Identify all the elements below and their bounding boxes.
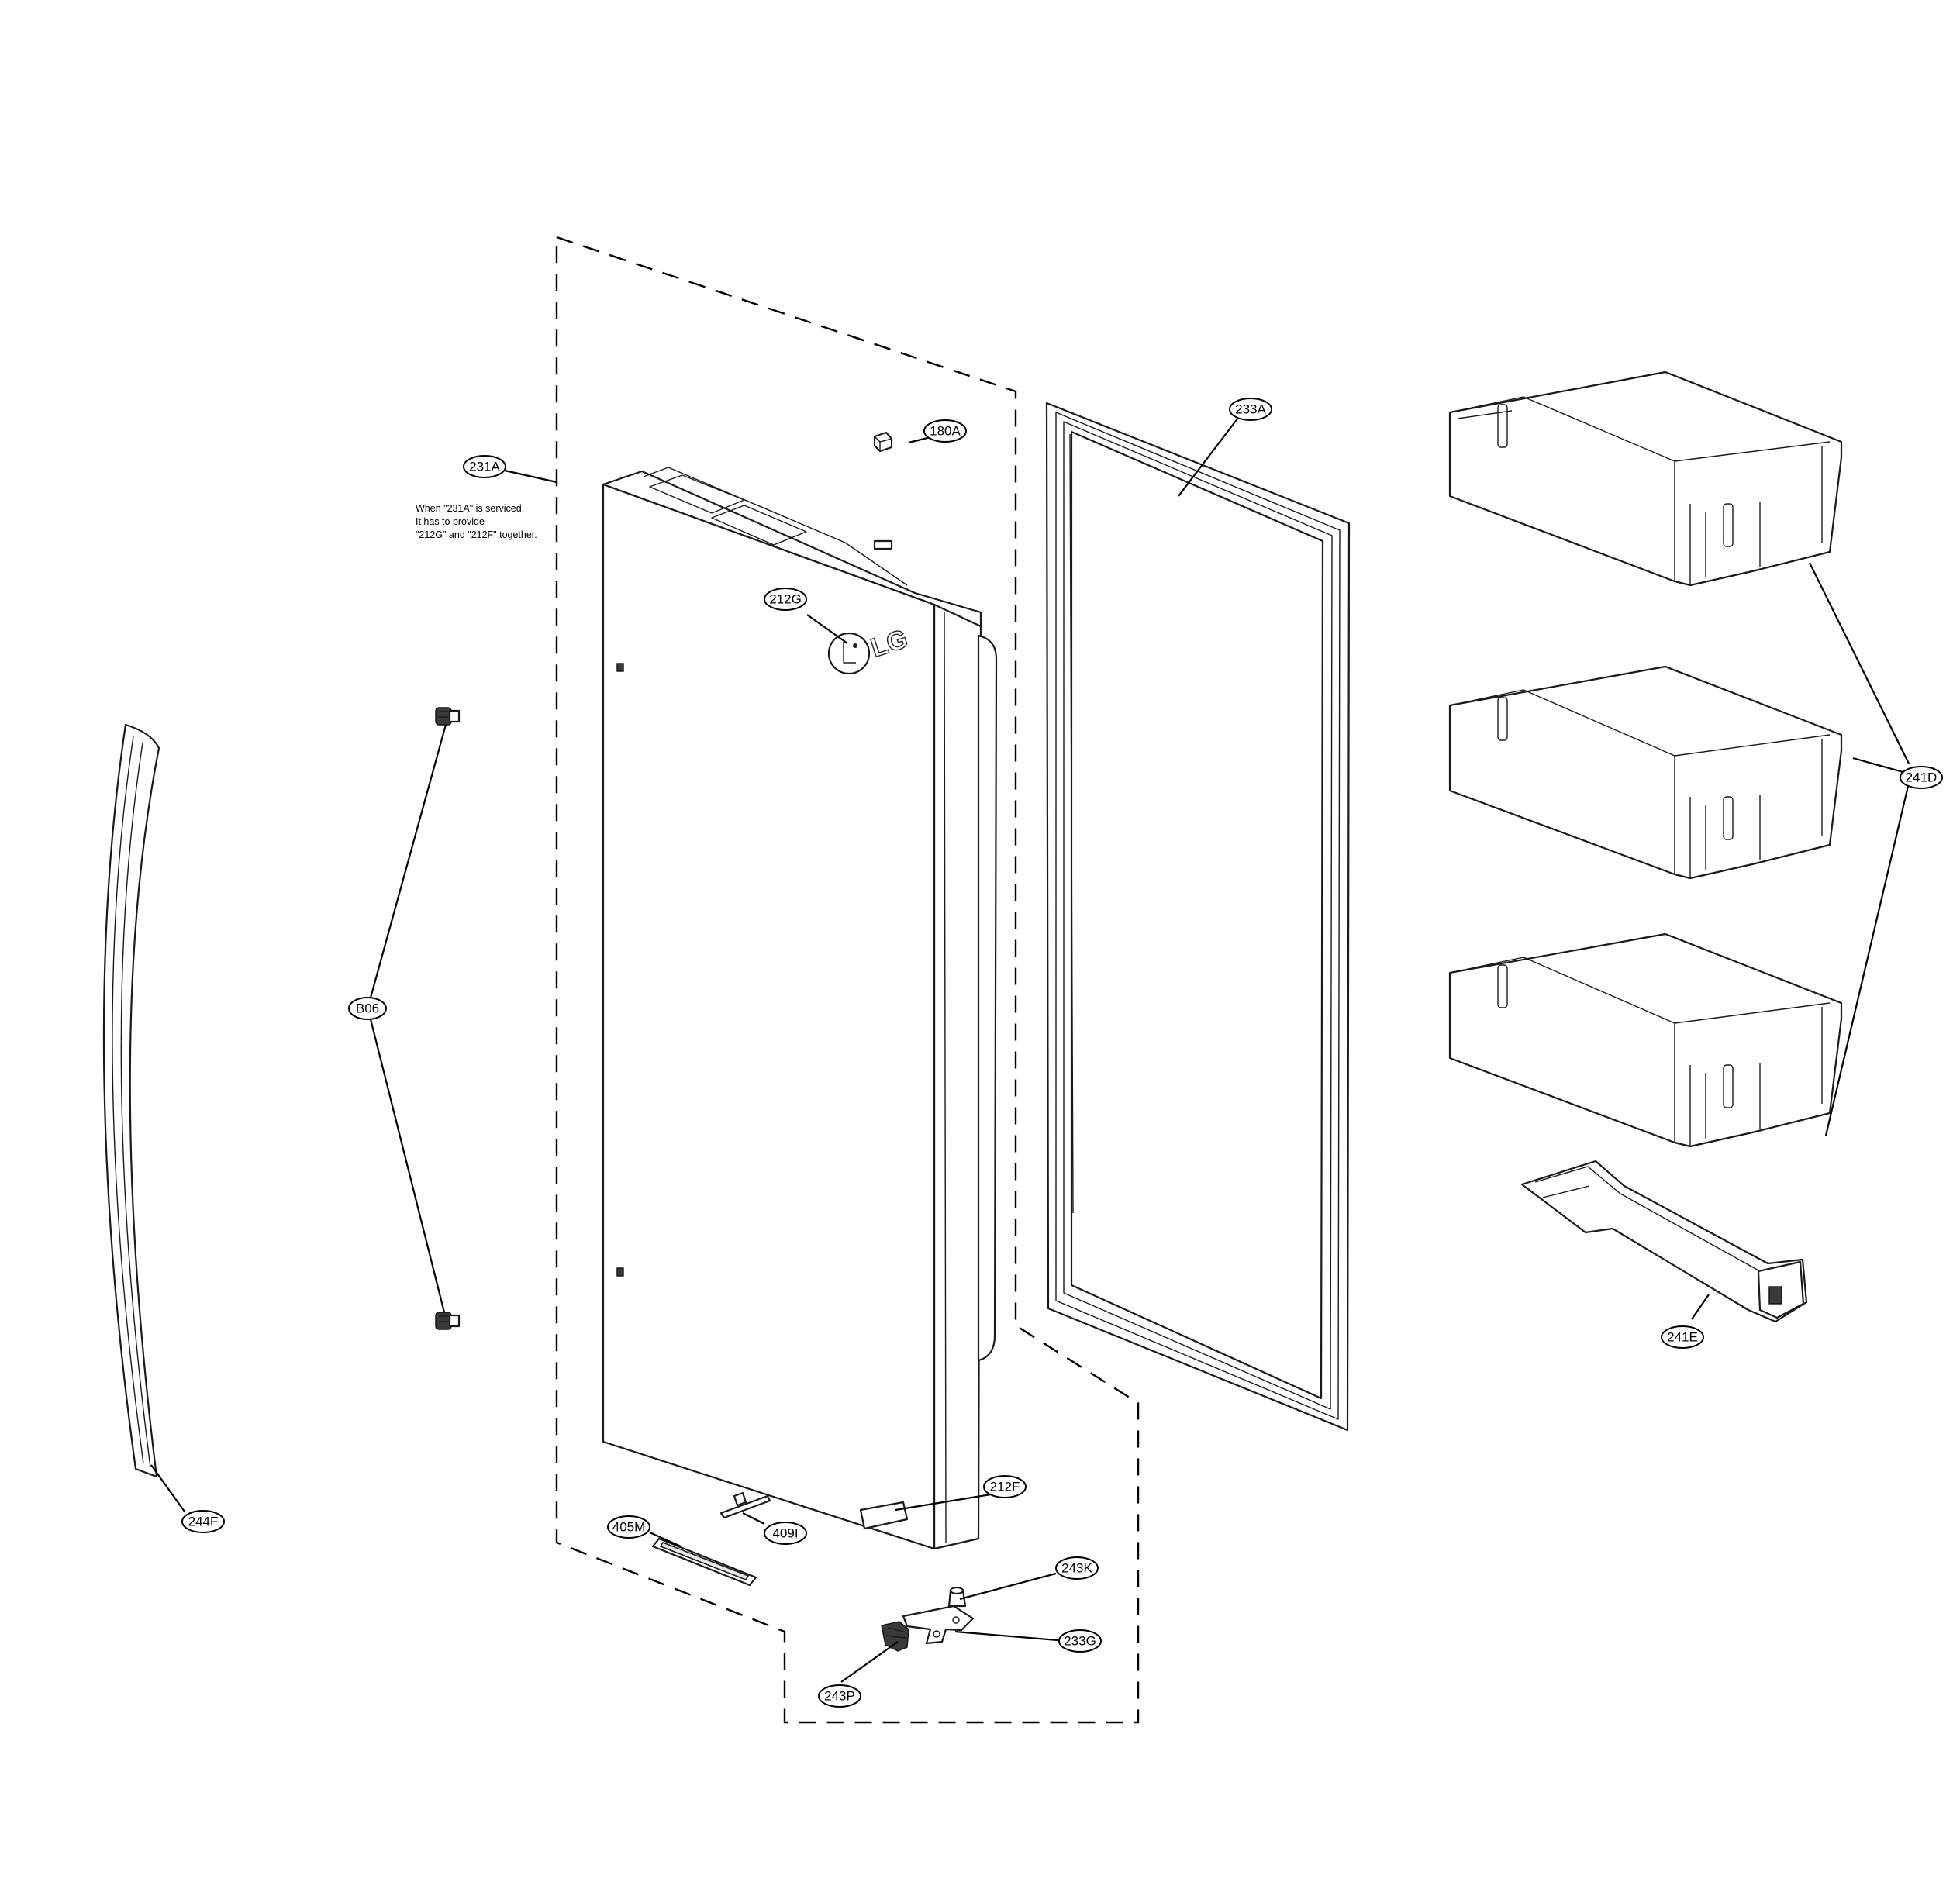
assembly-boundary xyxy=(555,236,1140,1724)
callout-241D: 241D xyxy=(1900,766,1943,789)
door-bin-2-241D xyxy=(1448,665,1843,880)
callout-244F: 244F xyxy=(181,1510,225,1533)
label-212F xyxy=(859,1501,909,1530)
callout-233A-text: 233A xyxy=(1235,402,1266,417)
door-bin-241E xyxy=(1520,1160,1808,1323)
door-gasket-233A xyxy=(1045,402,1351,1432)
door-bin-1-241D xyxy=(1448,371,1843,587)
hinge-233G xyxy=(902,1605,975,1645)
screw-bottom-B06 xyxy=(435,1312,461,1330)
callout-405M: 405M xyxy=(607,1515,650,1539)
callout-233G: 233G xyxy=(1058,1629,1102,1653)
cover-405M xyxy=(651,1537,757,1587)
callout-243P: 243P xyxy=(818,1684,861,1708)
callout-231A-text: 231A xyxy=(469,460,500,474)
door-bin-3-241D xyxy=(1448,932,1843,1148)
callout-180A-text: 180A xyxy=(930,424,961,439)
service-note-line3: "212G" and "212F" together. xyxy=(416,529,537,540)
callout-212G: 212G xyxy=(764,588,807,611)
door-handle-244F xyxy=(102,723,160,1478)
callout-212F-text: 212F xyxy=(990,1480,1020,1494)
callout-B06: B06 xyxy=(348,997,387,1020)
callout-409I-text: 409I xyxy=(772,1526,798,1541)
callout-233A: 233A xyxy=(1229,398,1272,421)
callout-405M-text: 405M xyxy=(612,1520,646,1535)
pin-243K xyxy=(947,1586,967,1608)
callout-241E-text: 241E xyxy=(1667,1330,1698,1345)
callout-B06-text: B06 xyxy=(356,1001,379,1016)
callout-244F-text: 244F xyxy=(188,1515,219,1529)
screw-top-B06 xyxy=(435,707,461,726)
callout-180A: 180A xyxy=(923,419,967,443)
callout-243K-text: 243K xyxy=(1061,1561,1092,1576)
bracket-409I xyxy=(719,1491,771,1519)
callout-212G-text: 212G xyxy=(769,592,802,607)
cap-180A xyxy=(873,431,893,453)
callout-243P-text: 243P xyxy=(824,1689,855,1704)
callout-241D-text: 241D xyxy=(1906,770,1938,785)
service-note-line2: It has to provide xyxy=(416,516,485,527)
service-note: When "231A" is serviced, It has to provi… xyxy=(416,503,537,540)
door-panel-231A: LG xyxy=(602,467,998,1550)
callout-212F: 212F xyxy=(983,1475,1027,1498)
callout-409I: 409I xyxy=(764,1522,807,1545)
callout-241E: 241E xyxy=(1661,1325,1704,1349)
cam-243P xyxy=(881,1621,909,1652)
callout-231A: 231A xyxy=(463,455,506,478)
service-note-line1: When "231A" is serviced, xyxy=(416,503,524,514)
callout-233G-text: 233G xyxy=(1064,1634,1096,1649)
callout-243K: 243K xyxy=(1055,1556,1099,1580)
